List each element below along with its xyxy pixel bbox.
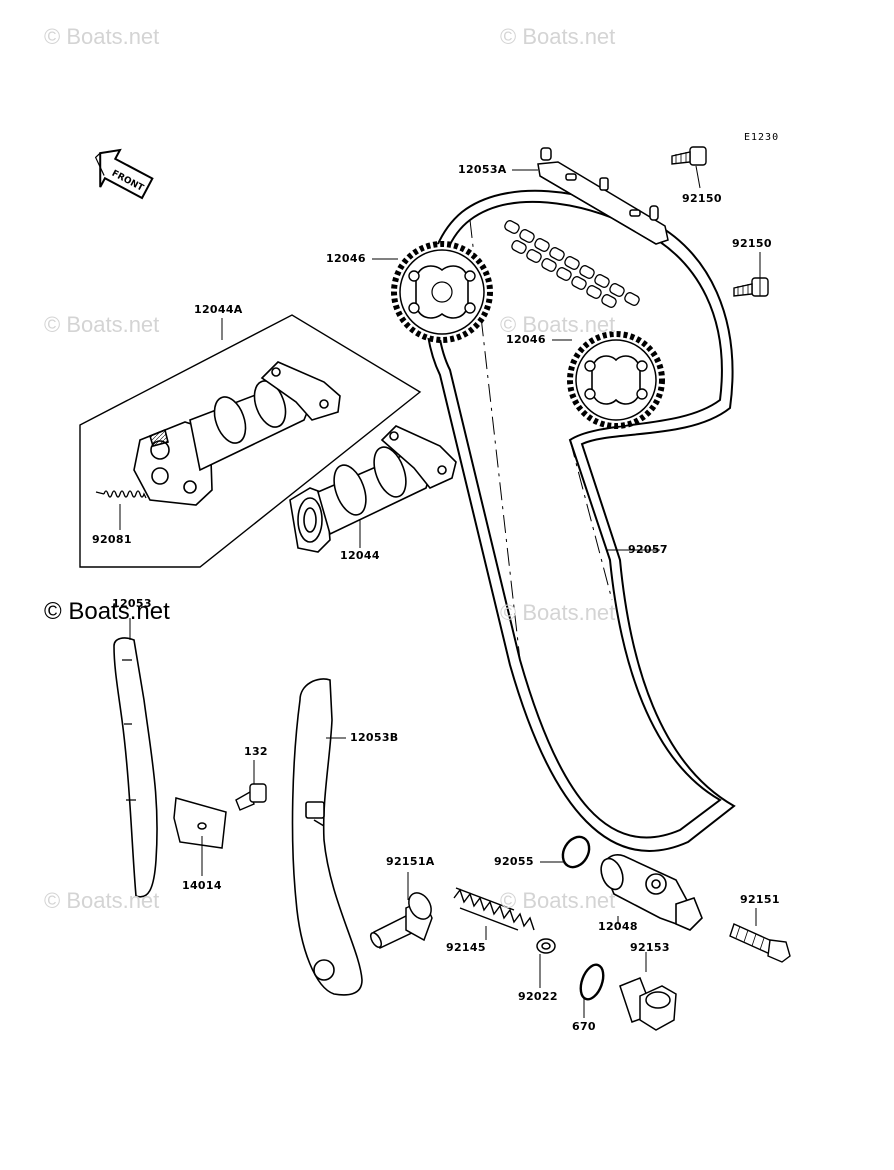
bolt-92151 xyxy=(729,923,791,963)
washer-92022 xyxy=(536,938,556,954)
watermark-lower-right: © Boats.net xyxy=(500,600,616,625)
label-92022: 92022 xyxy=(518,990,558,1003)
o-ring-670 xyxy=(579,963,605,1001)
label-92145: 92145 xyxy=(446,941,486,954)
label-14014: 14014 xyxy=(182,879,222,892)
pin-92151A xyxy=(369,892,433,950)
sprocket-12046-mid xyxy=(567,331,665,429)
label-92153: 92153 xyxy=(630,941,670,954)
chain-links xyxy=(504,220,640,308)
label-12046-top: 12046 xyxy=(326,252,366,265)
label-92150-top: 92150 xyxy=(682,192,722,205)
label-12053A: 12053A xyxy=(458,163,507,176)
label-92081: 92081 xyxy=(92,533,132,546)
plate-14014 xyxy=(173,797,227,849)
watermark-top-left: © Boats.net xyxy=(44,24,160,49)
leader-lines xyxy=(119,165,761,1018)
label-12044: 12044 xyxy=(340,549,380,562)
camshaft-12044 xyxy=(289,425,457,553)
label-12048: 12048 xyxy=(598,920,638,933)
cap-bolt-92153 xyxy=(619,977,677,1031)
tensioner-12048 xyxy=(600,854,703,931)
watermark-bottom-right: © Boats.net xyxy=(500,888,616,913)
label-12053B: 12053B xyxy=(350,731,399,744)
camshaft-group-box-12044A xyxy=(79,314,422,568)
watermark-bottom-left: © Boats.net xyxy=(44,888,160,913)
label-92057: 92057 xyxy=(628,543,668,556)
label-12044A: 12044A xyxy=(194,303,243,316)
bolt-92150-top xyxy=(671,146,707,166)
o-ring-92055 xyxy=(561,835,591,869)
label-92150-mid: 92150 xyxy=(732,237,772,250)
label-92151: 92151 xyxy=(740,893,780,906)
sprocket-12046-top xyxy=(391,241,493,343)
bolt-132 xyxy=(235,783,267,811)
label-132: 132 xyxy=(244,745,268,758)
camshaft-12044A xyxy=(133,361,341,506)
bolt-92150-mid xyxy=(733,277,769,297)
label-92055: 92055 xyxy=(494,855,534,868)
spring-92145 xyxy=(453,887,535,931)
chain-guide-12053B xyxy=(291,678,363,996)
watermark-mid-left: © Boats.net xyxy=(44,312,160,337)
label-12046-mid: 12046 xyxy=(506,333,546,346)
watermark-strong: © Boats.net xyxy=(44,598,170,625)
label-12053: 12053 xyxy=(112,597,152,610)
watermark-mid-right: © Boats.net xyxy=(500,312,616,337)
figure-code: E1230 xyxy=(744,132,780,143)
watermark-top-right: © Boats.net xyxy=(500,24,616,49)
chain-guide-12053 xyxy=(113,637,158,898)
spring-92081 xyxy=(95,490,147,499)
chain-guide-12053A xyxy=(537,147,669,245)
front-arrow-icon: FRONT xyxy=(94,148,154,200)
label-92151A: 92151A xyxy=(386,855,435,868)
label-670: 670 xyxy=(572,1020,596,1033)
